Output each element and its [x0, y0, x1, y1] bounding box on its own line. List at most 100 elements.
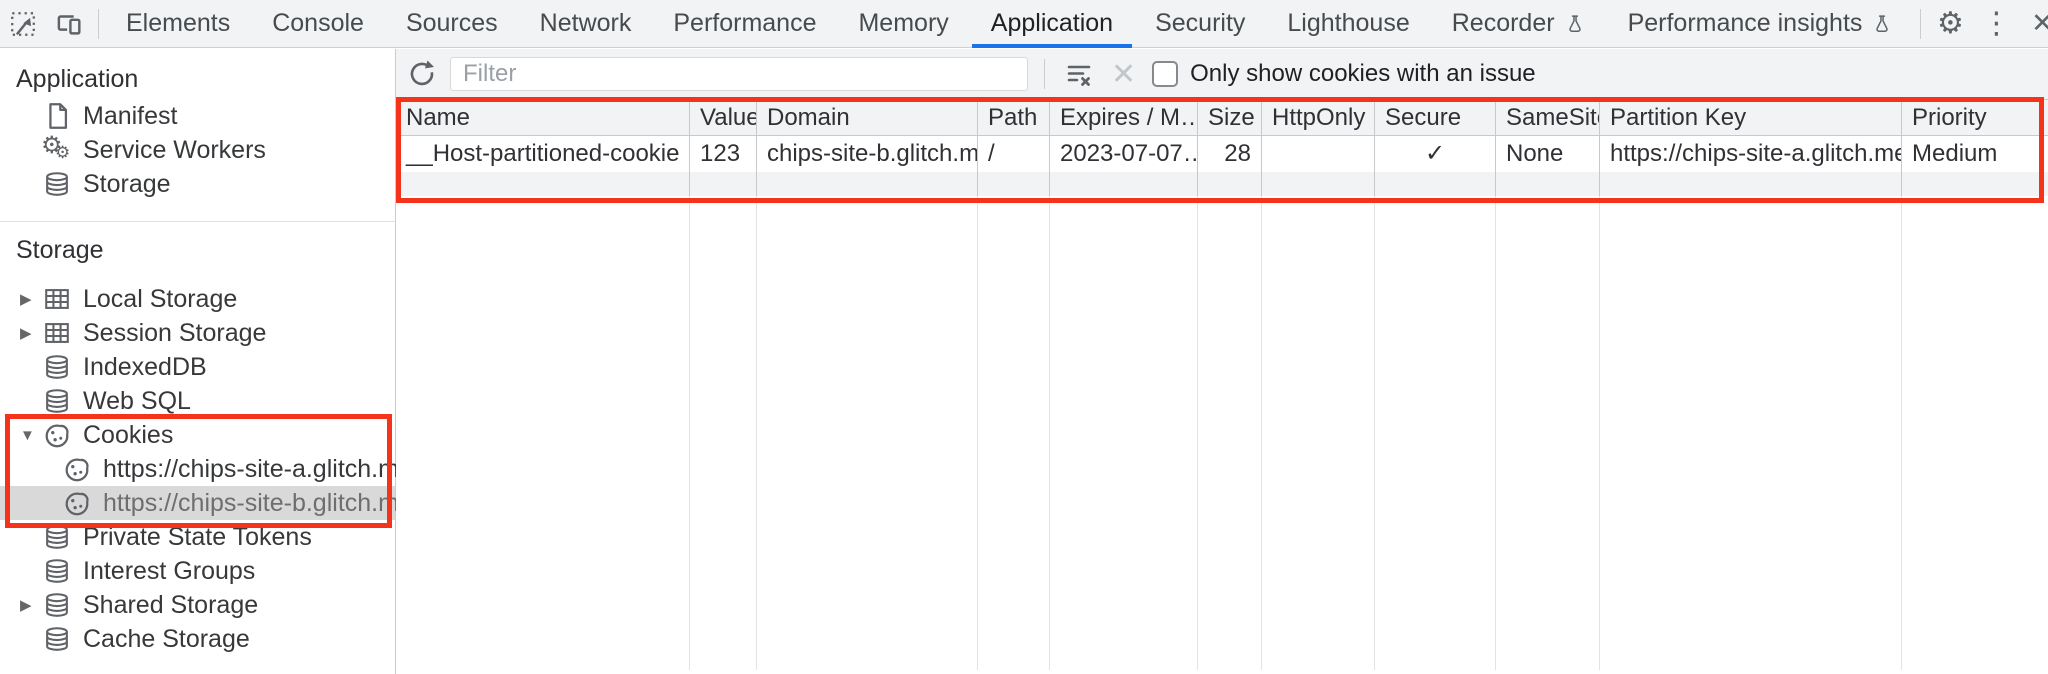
column-header-expires[interactable]: Expires / M…: [1050, 100, 1198, 136]
only-issues-checkbox[interactable]: [1152, 61, 1179, 87]
empty-stripe-cell: [396, 172, 690, 196]
toggle-device-toolbar-button[interactable]: [46, 1, 92, 47]
cookie-icon: [62, 454, 92, 484]
tab-elements[interactable]: Elements: [105, 0, 251, 47]
empty-stripe-cell: [1050, 172, 1198, 196]
cookie-cell-path[interactable]: /: [978, 136, 1050, 172]
tab-performance-insights[interactable]: Performance insights: [1607, 0, 1915, 47]
file-icon: [42, 101, 72, 131]
inspect-cursor-icon: [8, 9, 38, 39]
cookie-cell-httponly[interactable]: [1262, 136, 1375, 172]
tab-recorder[interactable]: Recorder: [1431, 0, 1607, 47]
tab-memory[interactable]: Memory: [837, 0, 969, 47]
sidebar-item-cookies[interactable]: ▼ Cookies: [0, 418, 395, 452]
column-header-samesite[interactable]: SameSite: [1496, 100, 1600, 136]
table-filler-cell: [690, 196, 757, 670]
empty-stripe-cell: [1496, 172, 1600, 196]
only-issues-label: Only show cookies with an issue: [1190, 60, 1536, 87]
cookie-cell-expires[interactable]: 2023-07-07…: [1050, 136, 1198, 172]
tab-security[interactable]: Security: [1134, 0, 1266, 47]
cookie-cell-name[interactable]: __Host-partitioned-cookie: [396, 136, 690, 172]
close-devtools-button[interactable]: ✕: [2019, 1, 2048, 47]
database-icon: [42, 386, 72, 416]
topbar-separator: [98, 8, 99, 39]
column-header-httponly[interactable]: HttpOnly: [1262, 100, 1375, 136]
inspect-element-button[interactable]: [0, 1, 46, 47]
sidebar-item-label: Private State Tokens: [83, 522, 312, 551]
refresh-icon[interactable]: [406, 58, 438, 90]
sidebar-item-label: Cache Storage: [83, 624, 250, 653]
column-header-partition-key[interactable]: Partition Key: [1600, 100, 1902, 136]
sidebar-item-label: Local Storage: [83, 284, 238, 313]
column-header-priority[interactable]: Priority: [1902, 100, 2048, 136]
sidebar-item-manifest[interactable]: Manifest: [0, 99, 395, 133]
cookie-cell-size[interactable]: 28: [1198, 136, 1262, 172]
sidebar-item-service-workers[interactable]: ⚙⚙ Service Workers: [0, 132, 395, 167]
table-icon: [42, 318, 72, 348]
cookie-cell-partition-key[interactable]: https://chips-site-a.glitch.me: [1600, 136, 1902, 172]
tab-label: Elements: [126, 9, 231, 37]
tab-sources[interactable]: Sources: [385, 0, 519, 47]
column-header-path[interactable]: Path: [978, 100, 1050, 136]
sidebar-item-cookies-chips-site-a[interactable]: https://chips-site-a.glitch.me: [0, 452, 413, 486]
sidebar-item-shared-storage[interactable]: ▶ Shared Storage: [0, 588, 395, 622]
topbar-right-controls: ⚙ ⋮ ✕: [1914, 1, 2048, 47]
tab-label: Performance insights: [1627, 9, 1863, 37]
sidebar-item-private-state-tokens[interactable]: Private State Tokens: [0, 520, 395, 554]
cookie-cell-value[interactable]: 123: [690, 136, 757, 172]
sidebar-item-cookies-chips-site-b[interactable]: https://chips-site-b.glitch.me: [0, 486, 413, 520]
sidebar-item-label: IndexedDB: [83, 352, 207, 381]
table-filler-cell: [1600, 196, 1902, 670]
empty-stripe-cell: [1262, 172, 1375, 196]
clear-filter-icon[interactable]: [1063, 58, 1095, 90]
sidebar-item-label: https://chips-site-a.glitch.me: [103, 454, 413, 483]
chevron-collapsed-icon[interactable]: ▶: [20, 291, 32, 308]
column-header-size[interactable]: Size: [1198, 100, 1262, 136]
tab-application[interactable]: Application: [970, 0, 1134, 48]
sidebar-item-interest-groups[interactable]: Interest Groups: [0, 554, 395, 588]
table-filler-cell: [978, 196, 1050, 670]
tab-label: Performance: [673, 9, 817, 37]
sidebar-item-storage[interactable]: Storage: [0, 167, 395, 201]
cookie-cell-priority[interactable]: Medium: [1902, 136, 2048, 172]
empty-stripe-cell: [978, 172, 1050, 196]
tab-lighthouse[interactable]: Lighthouse: [1266, 0, 1430, 47]
sidebar-item-local-storage[interactable]: ▶ Local Storage: [0, 282, 395, 316]
sidebar-item-web-sql[interactable]: Web SQL: [0, 384, 395, 418]
database-icon: [42, 590, 72, 620]
table-filler-cell: [396, 196, 690, 670]
column-header-value[interactable]: Value: [690, 100, 757, 136]
cookie-cell-secure[interactable]: ✓: [1375, 136, 1496, 172]
table-filler-cell: [757, 196, 978, 670]
cookie-cell-samesite[interactable]: None: [1496, 136, 1600, 172]
table-filler-cell: [1902, 196, 2048, 670]
delete-disabled-icon: ✕: [1111, 57, 1137, 91]
settings-button[interactable]: ⚙: [1927, 1, 1973, 47]
cookie-icon: [62, 488, 92, 518]
chevron-expanded-icon[interactable]: ▼: [20, 426, 35, 444]
more-options-button[interactable]: ⋮: [1973, 1, 2019, 47]
chevron-collapsed-icon[interactable]: ▶: [20, 597, 32, 614]
empty-stripe-cell: [690, 172, 757, 196]
tab-console[interactable]: Console: [251, 0, 385, 47]
sidebar-item-indexeddb[interactable]: IndexedDB: [0, 350, 395, 384]
tab-network[interactable]: Network: [519, 0, 653, 47]
sidebar-item-session-storage[interactable]: ▶ Session Storage: [0, 316, 395, 350]
column-header-name[interactable]: Name: [396, 100, 690, 136]
close-icon: ✕: [2031, 8, 2048, 38]
sidebar-item-label: Storage: [83, 169, 171, 198]
chevron-collapsed-icon[interactable]: ▶: [20, 325, 32, 342]
tab-label: Security: [1155, 9, 1246, 37]
column-header-domain[interactable]: Domain: [757, 100, 978, 136]
tab-performance[interactable]: Performance: [652, 0, 837, 47]
sidebar-section-application: Application: [16, 64, 139, 93]
column-header-secure[interactable]: Secure: [1375, 100, 1496, 136]
filter-input[interactable]: [450, 57, 1028, 91]
database-icon: [42, 556, 72, 586]
sidebar-item-label: Interest Groups: [83, 556, 256, 585]
tab-label: Network: [539, 9, 632, 37]
sidebar-item-cache-storage[interactable]: Cache Storage: [0, 622, 395, 656]
cookie-cell-domain[interactable]: chips-site-b.glitch.me: [757, 136, 978, 172]
table-filler-cell: [1198, 196, 1262, 670]
